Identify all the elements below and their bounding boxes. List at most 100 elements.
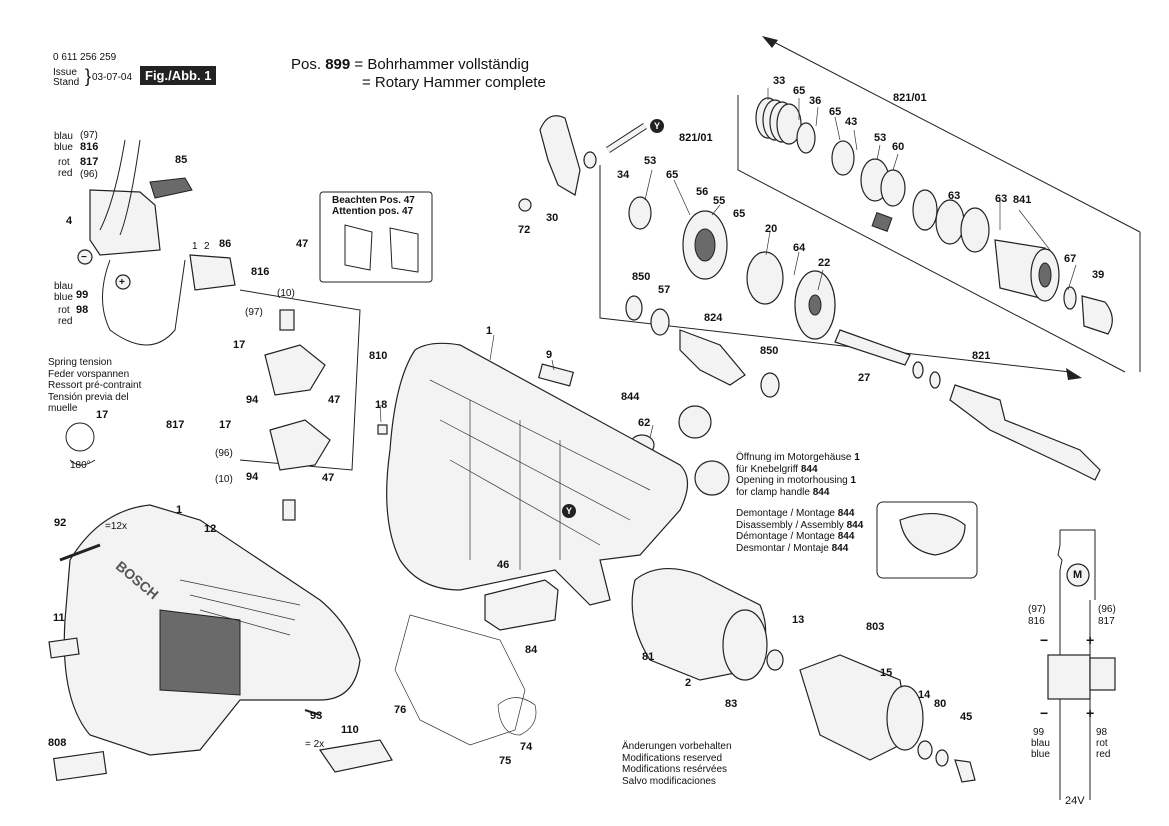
ring-36 <box>796 122 816 154</box>
label-844: 844 <box>621 391 640 403</box>
title-line1: = Bohrhammer vollständig <box>354 56 530 73</box>
circuit-99: 99 <box>1033 727 1045 738</box>
label-1a: 1 <box>486 325 493 337</box>
part-110 <box>318 739 393 773</box>
ring-60 <box>880 169 906 207</box>
label-72: 72 <box>518 224 531 236</box>
wire-blau-b: blau <box>54 281 73 292</box>
label-803: 803 <box>866 621 885 633</box>
spring-note-de: Feder vorspannen <box>48 368 130 380</box>
bracket-30 <box>539 115 581 196</box>
label-36: 36 <box>809 95 822 107</box>
label-63b: 63 <box>995 193 1008 205</box>
circuit-red: red <box>1096 749 1111 760</box>
label-824: 824 <box>704 312 723 324</box>
brush-holder-47b <box>269 419 331 471</box>
ring-821b <box>929 371 941 389</box>
y-marker-center-label: Y <box>566 506 573 516</box>
pin-18 <box>377 424 388 435</box>
label-810: 810 <box>369 350 388 362</box>
circuit-blue: blue <box>1031 749 1050 760</box>
motor-note-1: für Knebelgriff 844 <box>736 463 818 475</box>
label-53b: 53 <box>874 132 887 144</box>
cable-plus-sign: + <box>119 277 125 288</box>
figure-label: Fig./Abb. 1 <box>140 66 217 85</box>
clamp-knob-844 <box>678 405 712 439</box>
label-43: 43 <box>845 116 858 128</box>
assembly-note-0: Demontage / Montage 844 <box>736 508 855 519</box>
label-18: 18 <box>375 399 388 411</box>
pinion-45 <box>954 759 976 783</box>
label-p10b: (10) <box>215 474 233 485</box>
title-pos: Pos. 899 = Bohrhammer vollständig <box>291 56 529 73</box>
label-47a: 47 <box>296 238 309 250</box>
label-86: 86 <box>219 238 232 250</box>
changes-de: Änderungen vorbehalten <box>622 741 732 752</box>
wire-97: (97) <box>80 130 98 141</box>
assembly-note-1: Disassembly / Assembly 844 <box>736 519 864 531</box>
wire-blau-a: blau <box>54 131 73 142</box>
label-57: 57 <box>658 284 671 296</box>
label-17a: 17 <box>233 339 246 351</box>
label-821-01-mid: 821/01 <box>679 132 713 144</box>
label-821-01-top: 821/01 <box>893 92 927 104</box>
changes-en: Modifications reserved <box>622 752 723 764</box>
bearing-850b <box>760 372 780 398</box>
label-94b: 94 <box>246 471 259 483</box>
title-line2: = Rotary Hammer complete <box>362 74 546 91</box>
label-816: 816 <box>251 266 270 278</box>
cable-pair <box>99 139 141 236</box>
label-808 <box>53 750 107 782</box>
bearing-14 <box>917 740 933 760</box>
screw-93 <box>304 709 321 716</box>
cover-84 <box>484 579 559 631</box>
label-60: 60 <box>892 141 905 153</box>
leader-lines <box>379 88 1077 439</box>
spring-note-fr: Ressort pré-contraint <box>48 380 142 391</box>
label-65b: 65 <box>829 106 842 118</box>
changes-fr: Modifications resérvées <box>622 764 728 775</box>
label-p97: (97) <box>245 307 263 318</box>
housing-1 <box>386 342 689 606</box>
wire-blue-a: blue <box>54 142 73 153</box>
cap-39 <box>1081 295 1113 335</box>
seal-76 <box>394 614 526 746</box>
battery-contact-side <box>1089 657 1116 691</box>
spring-note-es: Tensión previa del <box>48 391 129 403</box>
label-65c: 65 <box>666 169 679 181</box>
spring-33 <box>755 97 802 145</box>
wire-red-b: red <box>58 316 73 327</box>
washer-part <box>583 151 597 169</box>
top-assembly-axis <box>737 36 1141 373</box>
label-817: 817 <box>166 419 185 431</box>
wire-rot-b: rot <box>58 305 70 316</box>
label-27: 27 <box>858 372 871 384</box>
assembly-note-2: Démontage / Montage 844 <box>736 531 855 542</box>
spring-note-en: Spring tension <box>48 357 112 368</box>
label-92: 92 <box>54 517 67 529</box>
clutch-20 <box>746 251 784 305</box>
battery-contact-block <box>1047 654 1091 700</box>
y-marker-top-label: Y <box>654 121 661 131</box>
wire-817: 817 <box>80 156 99 168</box>
brush-10 <box>282 499 296 521</box>
attention-en: Attention pos. 47 <box>332 206 414 217</box>
label-55: 55 <box>713 195 726 207</box>
circuit-816: 816 <box>1028 616 1045 627</box>
label-808: 808 <box>48 737 67 749</box>
label-65d: 65 <box>733 208 746 220</box>
label-93: 93 <box>310 710 323 722</box>
issue-date: 03-07-04 <box>92 72 133 83</box>
circuit-diagram <box>1047 529 1116 800</box>
label-850b: 850 <box>760 345 779 357</box>
label-841: 841 <box>1013 194 1032 206</box>
housing-shell-12 <box>63 504 361 756</box>
title-pos-prefix: Pos. <box>291 56 322 73</box>
label-64: 64 <box>793 242 806 254</box>
label-85: 85 <box>175 154 188 166</box>
label-84: 84 <box>525 644 538 656</box>
assembly-note-3: Desmontar / Montaje 844 <box>736 542 849 554</box>
ring-67 <box>1063 286 1077 310</box>
tool-holder-841 <box>912 189 1060 302</box>
